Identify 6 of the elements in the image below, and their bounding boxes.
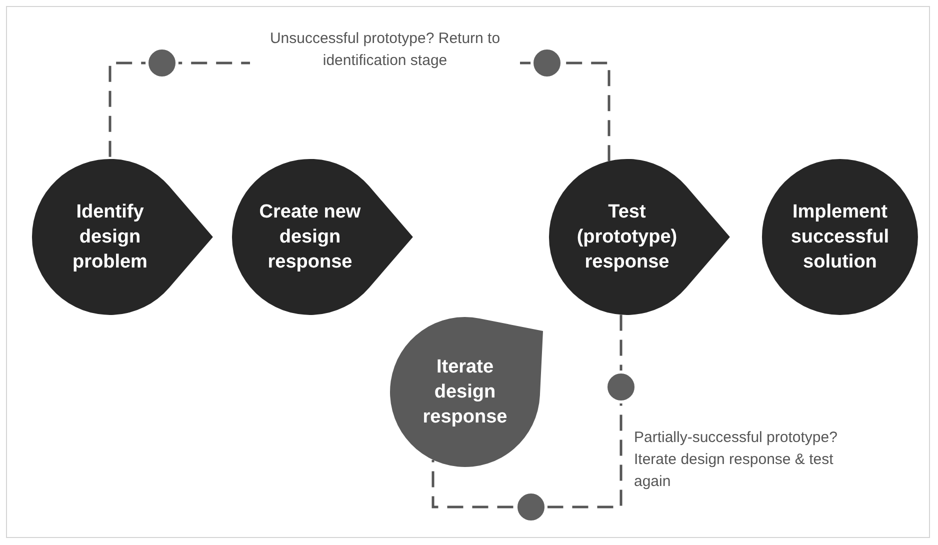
- step-label: Iterate design response: [422, 356, 508, 430]
- dashed-connector: [432, 314, 622, 508]
- step-label: Identify design problem: [72, 200, 148, 274]
- step-label: Implement successful solution: [790, 200, 890, 274]
- step-label: Create new design response: [258, 200, 362, 274]
- step-label: Test (prototype) response: [576, 200, 678, 274]
